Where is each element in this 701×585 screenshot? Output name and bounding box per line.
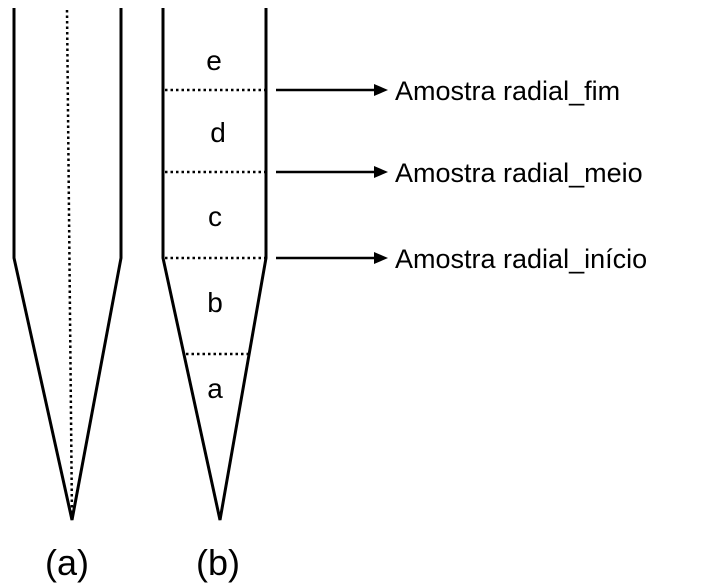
arrow-fim <box>276 84 388 96</box>
panel-b-outline <box>161 8 268 521</box>
section-label-e: e <box>206 45 222 76</box>
sample-label-inicio: Amostra radial_início <box>395 244 647 274</box>
section-label-b: b <box>207 287 223 318</box>
sample-label-meio: Amostra radial_meio <box>395 158 643 188</box>
panel-a-centerline <box>65 9 74 519</box>
section-label-a: a <box>207 373 223 404</box>
arrow-meio <box>276 166 388 178</box>
arrow-inicio <box>276 252 388 264</box>
sample-arrows <box>276 84 388 264</box>
section-label-d: d <box>210 117 226 148</box>
panel-b-caption: (b) <box>196 542 240 583</box>
panel-b: e d c b a (b) <box>161 8 268 583</box>
panel-a-outline <box>12 8 123 521</box>
panel-a: (a) <box>12 8 123 583</box>
section-label-c: c <box>208 201 222 232</box>
panel-a-caption: (a) <box>45 542 89 583</box>
sample-label-fim: Amostra radial_fim <box>395 76 620 106</box>
